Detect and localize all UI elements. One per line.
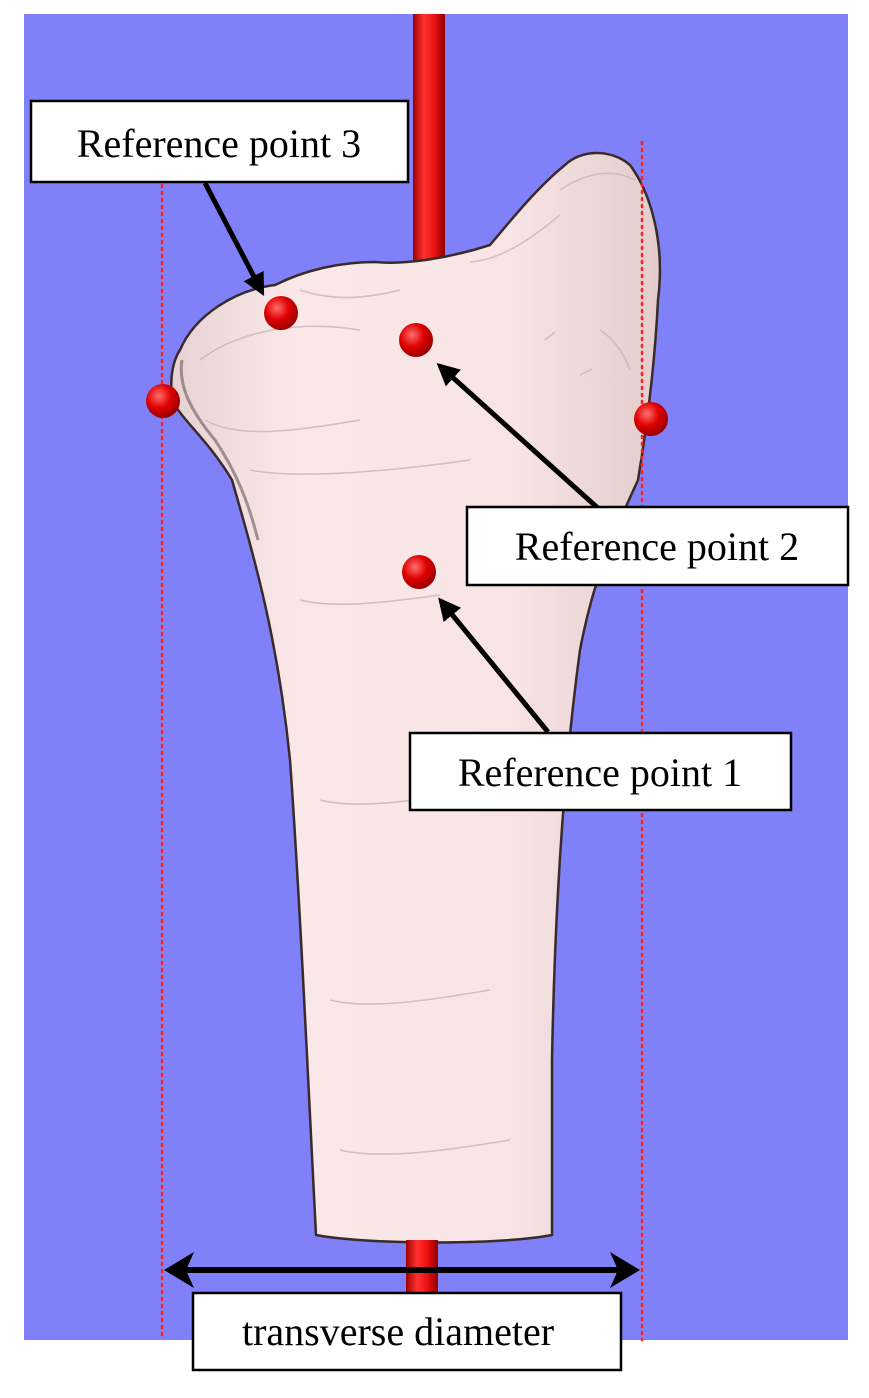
label-reference-point-3-text: Reference point 3 — [77, 121, 361, 166]
transverse-diameter-arrowhead-right — [610, 1252, 640, 1288]
transverse-diameter-arrowhead-left — [164, 1252, 194, 1288]
bone-model — [170, 151, 662, 1244]
bone-shadow-edge — [179, 359, 260, 541]
right-extreme-marker — [634, 402, 668, 436]
left-extreme-marker — [146, 384, 180, 418]
arrow-reference-point-1 — [438, 597, 550, 734]
label-reference-point-1-text: Reference point 1 — [458, 750, 742, 795]
reference-point-2-marker — [399, 323, 433, 357]
bone-surface-detail — [199, 172, 636, 1155]
axis-rod-top — [413, 14, 445, 274]
label-transverse-diameter-text: transverse diameter — [242, 1309, 554, 1354]
reference-point-1-marker — [402, 555, 436, 589]
label-reference-point-2: Reference point 2 — [465, 505, 850, 587]
bone-silhouette — [170, 151, 662, 1244]
arrow-reference-point-2 — [436, 362, 602, 512]
arrow-reference-point-3 — [202, 181, 265, 296]
label-reference-point-3: Reference point 3 — [29, 99, 410, 184]
reference-point-3-marker — [264, 296, 298, 330]
label-reference-point-1: Reference point 1 — [408, 731, 793, 812]
label-reference-point-2-text: Reference point 2 — [515, 524, 799, 569]
label-transverse-diameter: transverse diameter — [191, 1291, 623, 1372]
